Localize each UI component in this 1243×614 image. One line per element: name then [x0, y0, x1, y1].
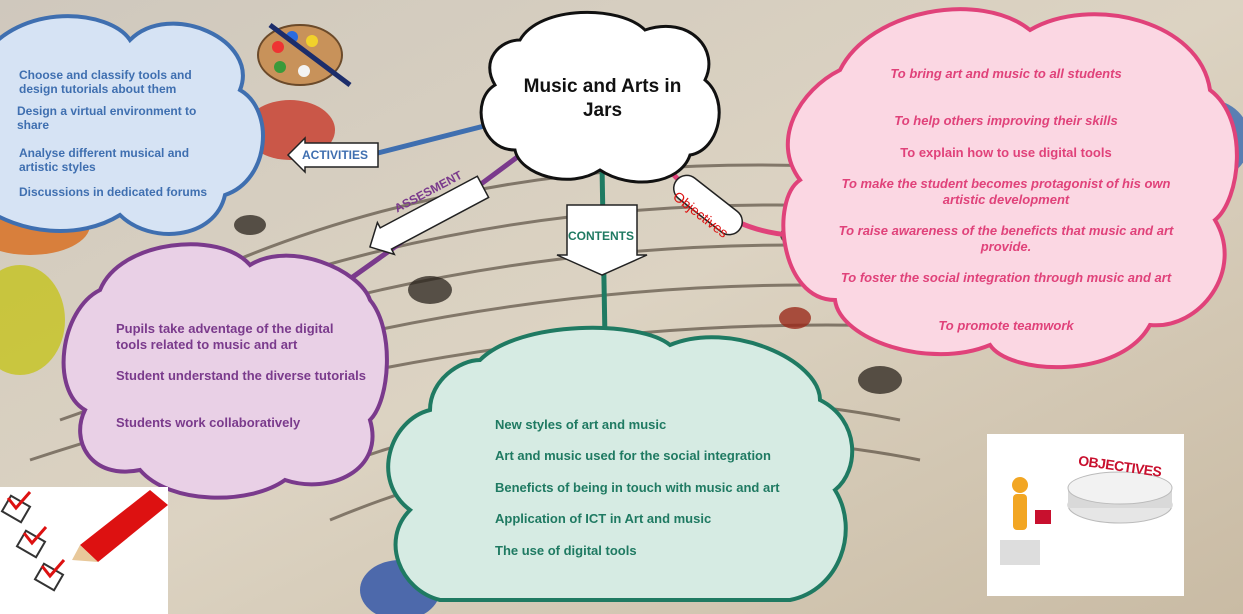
- branch-label-contents: CONTENTS: [568, 229, 634, 243]
- content-item: Application of ICT in Art and music: [495, 511, 712, 526]
- contents-cloud: [386, 325, 855, 602]
- activities-cloud: [0, 14, 265, 236]
- objective-item: To bring art and music to all students: [890, 66, 1122, 81]
- branch-label-activities: ACTIVITIES: [302, 148, 369, 162]
- objectives-figure-icon: [987, 434, 1184, 596]
- objectives-cloud: [781, 7, 1239, 370]
- content-item: Art and music used for the social integr…: [495, 448, 771, 463]
- checklist-pencil-icon: [0, 487, 168, 614]
- content-item: New styles of art and music: [495, 417, 667, 432]
- objective-item: To explain how to use digital tools: [900, 145, 1112, 160]
- activity-item: Analyse different musical and artistic s…: [19, 146, 190, 174]
- objective-item: To help others improving their skills: [894, 113, 1118, 128]
- palette-icon: [257, 23, 352, 87]
- objective-item: To raise awareness of the beneficts that…: [838, 223, 1174, 254]
- activities-arrow: [286, 136, 379, 174]
- objective-item: To foster the social integration through…: [840, 270, 1172, 285]
- assesment-item: Pupils take adventage of the digital too…: [116, 321, 334, 352]
- assesment-arrow: [369, 175, 490, 256]
- assesment-item: Students work collaboratively: [116, 415, 301, 430]
- activity-item: Design a virtual environment to share: [17, 104, 197, 132]
- content-item: The use of digital tools: [495, 543, 637, 558]
- assesment-cloud: [61, 242, 389, 500]
- title-cloud: [479, 10, 721, 184]
- objectives-arrow: [672, 174, 744, 236]
- contents-arrow: [556, 204, 648, 276]
- activity-item: Choose and classify tools and design tut…: [19, 68, 192, 96]
- objective-item: To make the student becomes protagonist …: [841, 176, 1171, 207]
- objective-item: To promote teamwork: [938, 318, 1074, 333]
- assesment-item: Student understand the diverse tutorials: [116, 368, 366, 383]
- activity-item: Discussions in dedicated forums: [19, 185, 208, 199]
- page-title: Music and Arts in Jars: [523, 76, 682, 121]
- content-item: Beneficts of being in touch with music a…: [495, 480, 780, 495]
